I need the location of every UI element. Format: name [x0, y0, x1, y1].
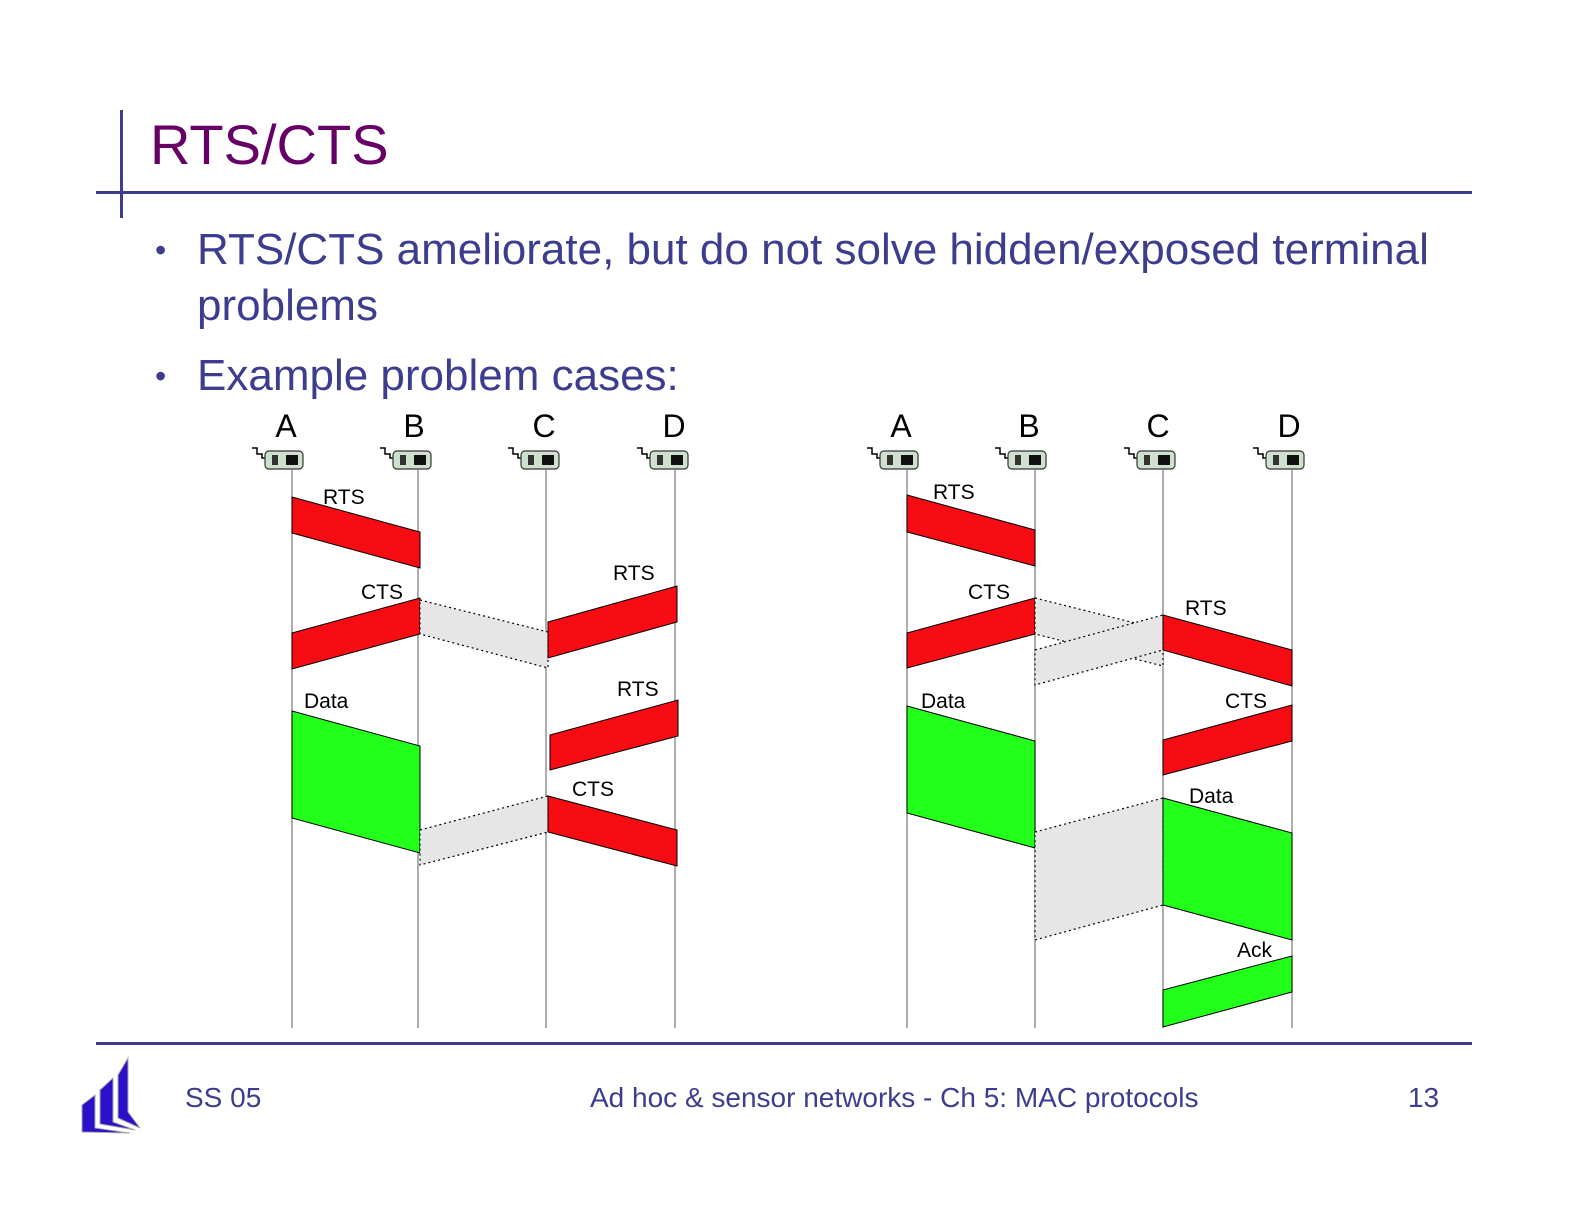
- cts-message: [547, 795, 678, 867]
- cts-message: [1162, 704, 1293, 776]
- slide-title: RTS/CTS: [150, 113, 389, 176]
- sensor-node-icon: [866, 447, 919, 470]
- rts-message: [1162, 614, 1293, 687]
- footer-course: Ad hoc & sensor networks - Ch 5: MAC pro…: [590, 1082, 1199, 1113]
- msg-label: RTS: [617, 678, 659, 701]
- msg-label: RTS: [1185, 597, 1227, 620]
- node-label-d: D: [662, 408, 685, 444]
- rts-message: [549, 699, 679, 771]
- footer-semester: SS 05: [185, 1082, 262, 1113]
- data-message: [1162, 797, 1293, 941]
- rts-message: [291, 496, 421, 569]
- sensor-node-icon: [1123, 447, 1176, 470]
- diagram-right: A B C D RTS CTS RTS CTS Data Data Ack: [866, 408, 1305, 1028]
- msg-label: CTS: [1225, 690, 1267, 713]
- msg-label: CTS: [361, 581, 403, 604]
- node-label-c: C: [1146, 408, 1169, 444]
- overheard-rts: [1034, 614, 1164, 686]
- msg-label: Data: [1189, 785, 1234, 808]
- title-accent-bar: [120, 110, 123, 218]
- title-divider: [96, 191, 1472, 194]
- data-message: [906, 705, 1036, 849]
- node-label-d: D: [1277, 408, 1300, 444]
- page-number: 13: [1408, 1082, 1440, 1113]
- sensor-node-icon: [994, 447, 1047, 470]
- msg-label: CTS: [968, 581, 1010, 604]
- ack-message: [1162, 955, 1293, 1028]
- data-message: [291, 710, 421, 854]
- diagram-left: A B C D RTS CTS RTS RTS Data CTS: [251, 408, 689, 1028]
- node-label-a: A: [275, 408, 297, 444]
- msg-label: RTS: [613, 562, 655, 585]
- footer-divider: [96, 1042, 1472, 1045]
- node-label-c: C: [532, 408, 555, 444]
- rts-message: [547, 585, 678, 659]
- university-logo: [81, 1056, 141, 1134]
- node-label-b: B: [403, 408, 424, 444]
- msg-label: RTS: [933, 481, 975, 504]
- node-label-b: B: [1018, 408, 1039, 444]
- msg-label: Data: [304, 690, 349, 713]
- sensor-node-icon: [379, 447, 432, 470]
- sensor-node-icon: [251, 447, 304, 470]
- sensor-node-icon: [507, 447, 560, 470]
- bullet-dot: •: [155, 232, 167, 268]
- sensor-node-icon: [636, 447, 689, 470]
- cts-message: [291, 597, 421, 670]
- cts-message: [906, 597, 1036, 669]
- overheard-data: [1034, 797, 1164, 941]
- overheard-cts: [419, 599, 549, 669]
- msg-label: Ack: [1237, 939, 1273, 962]
- sensor-node-icon: [1252, 447, 1305, 470]
- msg-label: Data: [921, 690, 966, 713]
- rts-message: [906, 494, 1036, 567]
- msg-label: CTS: [572, 778, 614, 801]
- overheard-cts: [419, 795, 549, 866]
- bullet-dot: •: [155, 358, 167, 394]
- node-label-a: A: [890, 408, 912, 444]
- msg-label: RTS: [323, 486, 365, 509]
